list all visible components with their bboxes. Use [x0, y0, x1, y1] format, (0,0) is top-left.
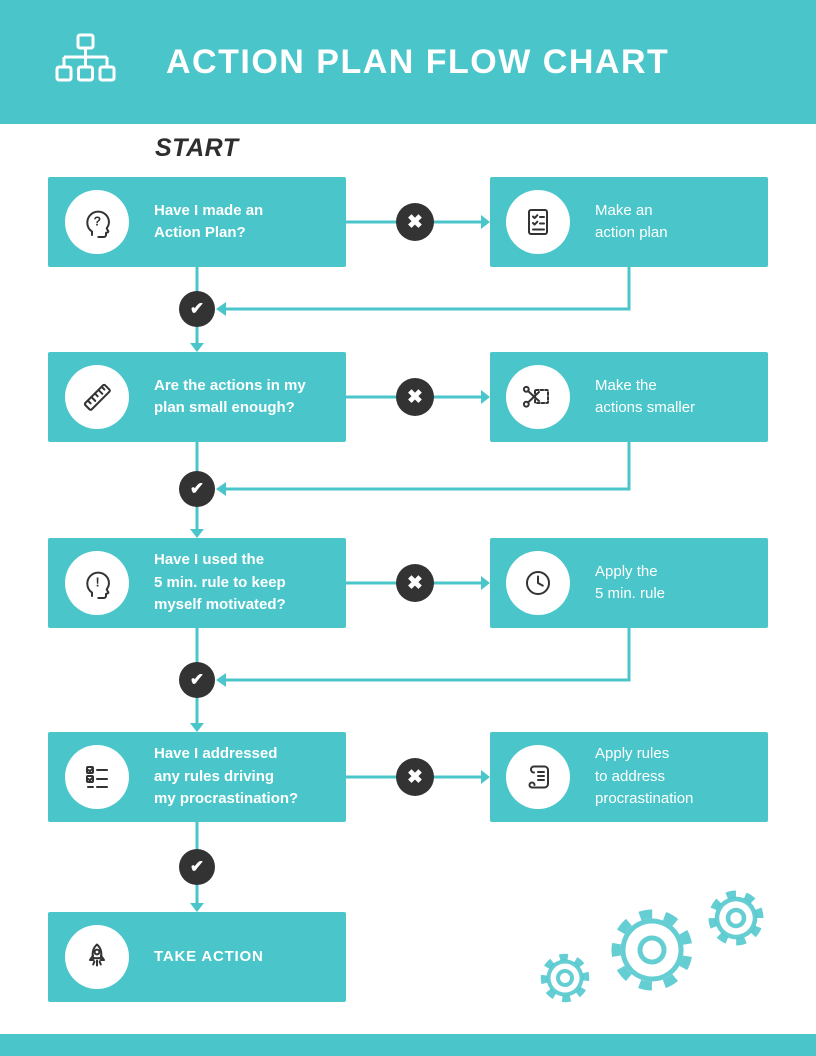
final-box: TAKE ACTION: [48, 912, 346, 1002]
yes-icon: ✔: [179, 291, 215, 327]
head-exclamation-icon: !: [65, 551, 129, 615]
no-symbol: ✖: [407, 766, 423, 788]
svg-text:!: !: [96, 576, 100, 590]
yes-symbol: ✔: [189, 479, 205, 498]
yes-symbol: ✔: [189, 670, 205, 689]
no-icon: ✖: [396, 203, 434, 241]
yes-symbol: ✔: [189, 857, 205, 876]
question-text: Have I used the 5 min. rule to keep myse…: [154, 551, 286, 614]
answer-box-4: Apply rules to address procrastination: [490, 732, 768, 822]
answer-box-1: Make an action plan: [490, 177, 768, 267]
question-text: Have I made an Action Plan?: [154, 201, 264, 242]
no-symbol: ✖: [407, 386, 423, 408]
final-label: TAKE ACTION: [154, 947, 264, 965]
answer-box-3: Apply the 5 min. rule: [490, 538, 768, 628]
checklist-icon: [506, 190, 570, 254]
no-icon: ✖: [396, 564, 434, 602]
question-box-2: Are the actions in my plan small enough?: [48, 352, 346, 442]
clock-icon: [506, 551, 570, 615]
answer-text: Apply the 5 min. rule: [595, 562, 666, 603]
header: ACTION PLAN FLOW CHART: [0, 0, 816, 124]
answer-text: Make an action plan: [595, 201, 668, 242]
answer-text: Apply rules to address procrastination: [595, 745, 694, 808]
question-text: Are the actions in my plan small enough?: [154, 376, 306, 417]
question-box-4: Have I addressed any rules driving my pr…: [48, 732, 346, 822]
answer-text: Make the actions smaller: [595, 376, 696, 417]
no-symbol: ✖: [407, 572, 423, 594]
yes-icon: ✔: [179, 849, 215, 885]
rocket-icon: [65, 925, 129, 989]
rules-checklist-icon: [65, 745, 129, 809]
no-icon: ✖: [396, 758, 434, 796]
no-symbol: ✖: [407, 211, 423, 233]
no-icon: ✖: [396, 378, 434, 416]
answer-box-2: Make the actions smaller: [490, 352, 768, 442]
head-question-icon: ?: [65, 190, 129, 254]
yes-icon: ✔: [179, 471, 215, 507]
svg-text:?: ?: [94, 215, 102, 229]
gears-icon: [540, 890, 764, 1003]
scroll-icon: [506, 745, 570, 809]
question-box-1: ? Have I made an Action Plan?: [48, 177, 346, 267]
flowchart-icon: [52, 30, 116, 94]
yes-icon: ✔: [179, 662, 215, 698]
footer-bar: [0, 1034, 816, 1056]
question-box-3: ! Have I used the 5 min. rule to keep my…: [48, 538, 346, 628]
scissors-icon: [506, 365, 570, 429]
yes-symbol: ✔: [189, 299, 205, 318]
ruler-icon: [65, 365, 129, 429]
question-text: Have I addressed any rules driving my pr…: [154, 745, 299, 808]
start-label: START: [155, 134, 239, 162]
page-title: ACTION PLAN FLOW CHART: [166, 42, 670, 81]
